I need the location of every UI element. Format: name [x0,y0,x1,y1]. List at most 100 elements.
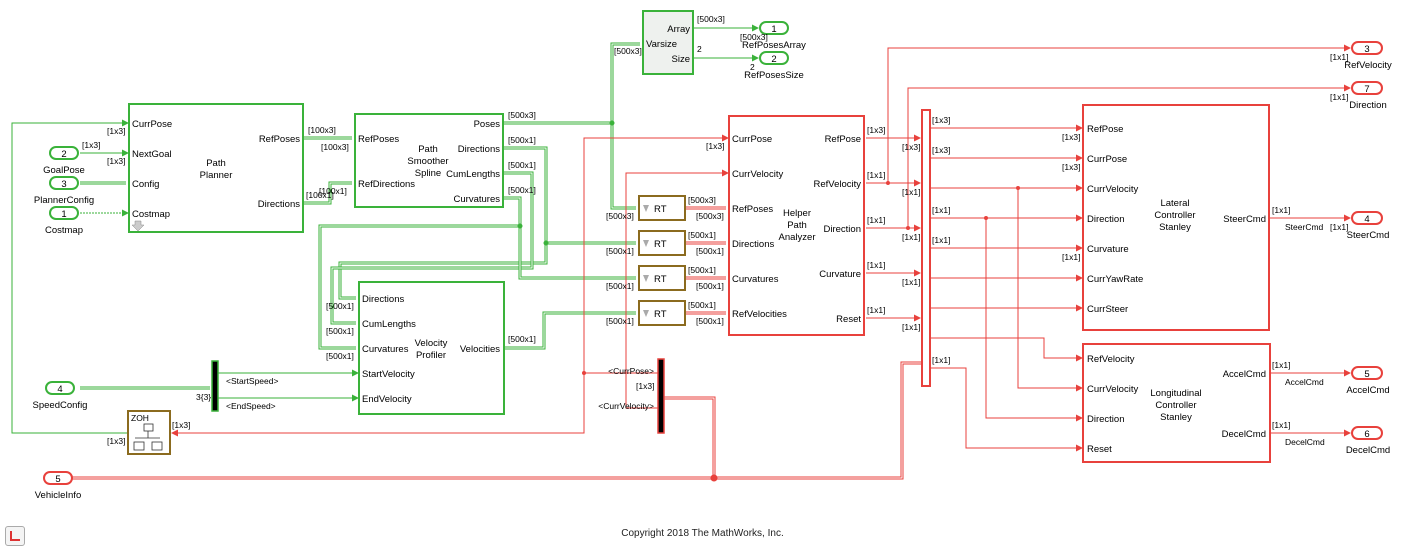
svg-text:[500x1]: [500x1] [688,265,716,275]
svg-text:3{3}: 3{3} [196,392,211,402]
svg-text:Stanley: Stanley [1160,412,1192,423]
svg-text:CurrSteer: CurrSteer [1087,304,1128,315]
svg-text:[100x1]: [100x1] [306,190,334,200]
svg-text:[1x1]: [1x1] [867,305,885,315]
svg-text:DecelCmd: DecelCmd [1285,437,1325,447]
lateral-controller-block[interactable]: RefPose CurrPose CurrVelocity Direction … [1082,104,1270,331]
rt-block-2[interactable]: RT [638,230,686,256]
outport-refposes-array[interactable]: 1 RefPosesArray [742,21,806,51]
svg-text:Longitudinal: Longitudinal [1150,388,1201,399]
path-planner-block[interactable]: CurrPose NextGoal Config Costmap RefPose… [128,103,304,233]
inport-goal-pose[interactable]: 2 GoalPose [43,146,85,176]
svg-text:Velocities: Velocities [460,344,500,355]
svg-text:Reset: Reset [836,314,861,325]
svg-text:RefVelocity: RefVelocity [1344,60,1392,71]
svg-text:Varsize: Varsize [646,39,677,50]
velocity-profiler-block[interactable]: Directions CumLengths Curvatures StartVe… [358,281,505,415]
speed-bus-selector[interactable]: <StartSpeed> <EndSpeed> [211,360,278,412]
svg-text:RefPose: RefPose [1087,124,1123,135]
outport-steer-cmd[interactable]: 4 SteerCmd [1347,211,1390,241]
outport-decel-cmd[interactable]: 6 DecelCmd [1346,426,1390,456]
svg-text:CurrVelocity: CurrVelocity [1087,184,1138,195]
svg-text:Config: Config [132,179,159,190]
svg-text:RefPosesSize: RefPosesSize [744,70,804,81]
svg-text:DecelCmd: DecelCmd [1346,445,1390,456]
svg-text:[500x3]: [500x3] [740,32,768,42]
inport-costmap[interactable]: 1 Costmap [45,206,83,236]
svg-text:[500x3]: [500x3] [606,211,634,221]
svg-text:Directions: Directions [458,144,500,155]
svg-text:Reset: Reset [1087,444,1112,455]
zoh-block[interactable]: ZOH [127,410,171,455]
svg-text:Array: Array [667,24,690,35]
svg-text:[1x3]: [1x3] [867,125,885,135]
svg-text:[1x3]: [1x3] [932,145,950,155]
svg-text:3: 3 [1364,44,1369,55]
varsize-block[interactable]: Varsize Array Size [642,10,694,75]
svg-text:Directions: Directions [362,294,404,305]
svg-text:2: 2 [750,62,755,72]
svg-text:[1x1]: [1x1] [1272,360,1290,370]
path-smoother-block[interactable]: RefPoses RefDirections Poses Directions … [354,113,504,208]
outport-ref-velocity[interactable]: 3 RefVelocity [1344,41,1392,71]
svg-text:[1x3]: [1x3] [636,381,654,391]
svg-text:2: 2 [697,44,702,54]
svg-text:[1x3]: [1x3] [902,142,920,152]
bus-creator[interactable] [921,109,931,387]
svg-text:6: 6 [1364,429,1369,440]
svg-text:[500x1]: [500x1] [326,301,354,311]
helper-path-analyzer-block[interactable]: CurrPose CurrVelocity RefPoses Direction… [728,115,865,336]
svg-text:[1x3]: [1x3] [932,115,950,125]
svg-text:[500x1]: [500x1] [508,185,536,195]
svg-text:[1x3]: [1x3] [706,141,724,151]
svg-text:[500x1]: [500x1] [606,246,634,256]
vehicle-bus-selector[interactable]: <CurrPose> <CurrVelocity> [598,358,665,434]
svg-text:[1x1]: [1x1] [932,205,950,215]
model-browser-icon[interactable] [5,526,25,546]
inport-speed-config[interactable]: 4 SpeedConfig [33,381,88,411]
svg-text:ZOH: ZOH [131,413,149,423]
rt-block-4[interactable]: RT [638,300,686,326]
svg-text:1: 1 [61,209,66,220]
outport-refposes-size[interactable]: 2 RefPosesSize [744,51,804,81]
svg-text:Lateral: Lateral [1160,198,1189,209]
svg-text:[1x1]: [1x1] [867,215,885,225]
svg-text:RT: RT [654,309,667,320]
svg-text:CurrVelocity: CurrVelocity [1087,384,1138,395]
rt-block-3[interactable]: RT [638,265,686,291]
svg-text:RefPose: RefPose [825,134,861,145]
svg-text:[1x1]: [1x1] [1330,222,1348,232]
svg-text:RT: RT [654,239,667,250]
svg-text:Curvatures: Curvatures [362,344,409,355]
svg-text:[500x1]: [500x1] [696,246,724,256]
longitudinal-controller-block[interactable]: RefVelocity CurrVelocity Direction Reset… [1082,343,1271,463]
svg-text:7: 7 [1364,84,1369,95]
svg-text:[500x1]: [500x1] [606,281,634,291]
svg-text:Planner: Planner [200,170,233,181]
inport-vehicle-info[interactable]: 5 VehicleInfo [35,471,81,501]
svg-text:[100x1]: [100x1] [319,186,347,196]
svg-text:Stanley: Stanley [1159,222,1191,233]
svg-text:Velocity: Velocity [415,338,448,349]
outport-accel-cmd[interactable]: 5 AccelCmd [1346,366,1390,396]
svg-text:Spline: Spline [415,168,441,179]
svg-text:[1x3]: [1x3] [107,126,125,136]
svg-text:Helper: Helper [783,208,811,219]
svg-text:4: 4 [1364,214,1369,225]
svg-text:Costmap: Costmap [132,209,170,220]
inport-planner-config[interactable]: 3 PlannerConfig [34,176,94,206]
red-signal-lines [72,44,1351,482]
svg-text:[500x1]: [500x1] [606,316,634,326]
svg-text:[1x1]: [1x1] [1330,52,1348,62]
svg-text:[1x3]: [1x3] [1062,132,1080,142]
svg-text:[1x3]: [1x3] [1062,162,1080,172]
svg-text:SteerCmd: SteerCmd [1347,230,1390,241]
svg-text:Direction: Direction [824,224,862,235]
svg-text:RefDirections: RefDirections [358,179,415,190]
svg-text:Curvature: Curvature [1087,244,1129,255]
svg-text:[500x3]: [500x3] [697,14,725,24]
svg-text:[1x1]: [1x1] [902,322,920,332]
outport-direction[interactable]: 7 Direction [1349,81,1387,111]
rt-block-1[interactable]: RT [638,195,686,221]
svg-text:Path: Path [787,220,807,231]
